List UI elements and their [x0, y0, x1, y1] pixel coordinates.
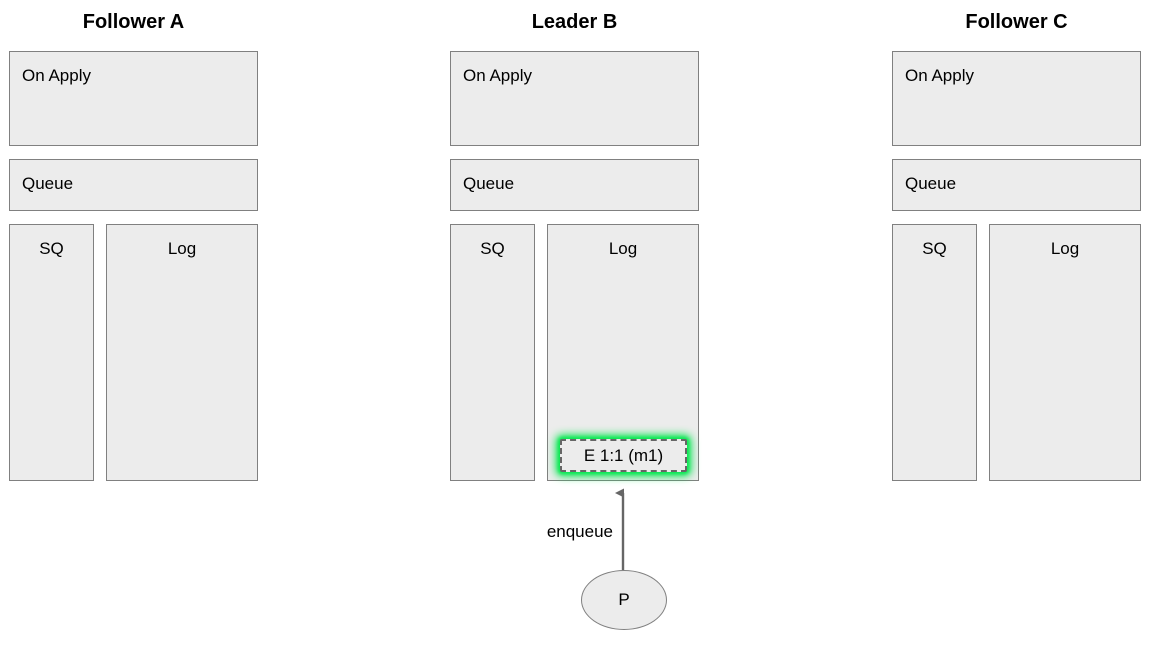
follower-a-log-box[interactable]: Log	[106, 224, 258, 481]
node-title-leader-b: Leader B	[531, 11, 618, 33]
follower-a-queue-box[interactable]: Queue	[9, 159, 258, 211]
follower-a-log-label: Log	[167, 239, 197, 258]
follower-c-sq-label: SQ	[922, 239, 947, 258]
leader-b-queue-box[interactable]: Queue	[450, 159, 699, 211]
follower-c-log-box[interactable]: Log	[989, 224, 1141, 481]
follower-c-sq-box[interactable]: SQ	[892, 224, 977, 481]
leader-b-log-box[interactable]: Log	[547, 224, 699, 481]
follower-a-on-apply-box[interactable]: On Apply	[9, 51, 258, 146]
leader-b-on-apply-label: On Apply	[463, 66, 532, 85]
follower-a-queue-label: Queue	[22, 174, 74, 193]
leader-b-sq-box[interactable]: SQ	[450, 224, 535, 481]
leader-b-on-apply-box[interactable]: On Apply	[450, 51, 699, 146]
follower-a-sq-box[interactable]: SQ	[9, 224, 94, 481]
follower-a-sq-label: SQ	[39, 239, 64, 258]
follower-c-on-apply-label: On Apply	[905, 66, 974, 85]
node-title-follower-a: Follower A	[82, 11, 185, 33]
follower-c-queue-box[interactable]: Queue	[892, 159, 1141, 211]
follower-a-on-apply-label: On Apply	[22, 66, 91, 85]
follower-c-on-apply-box[interactable]: On Apply	[892, 51, 1141, 146]
client-p-node[interactable]: P	[581, 570, 667, 630]
follower-c-queue-label: Queue	[905, 174, 957, 193]
enqueue-edge-label: enqueue	[546, 522, 613, 541]
leader-b-sq-label: SQ	[480, 239, 505, 258]
leader-b-log-label: Log	[608, 239, 638, 258]
leader-b-queue-label: Queue	[463, 174, 515, 193]
follower-c-log-label: Log	[1050, 239, 1080, 258]
node-title-follower-c: Follower C	[965, 11, 1068, 33]
leader-b-log-entry-e11-m1[interactable]: E 1:1 (m1)	[560, 439, 687, 472]
